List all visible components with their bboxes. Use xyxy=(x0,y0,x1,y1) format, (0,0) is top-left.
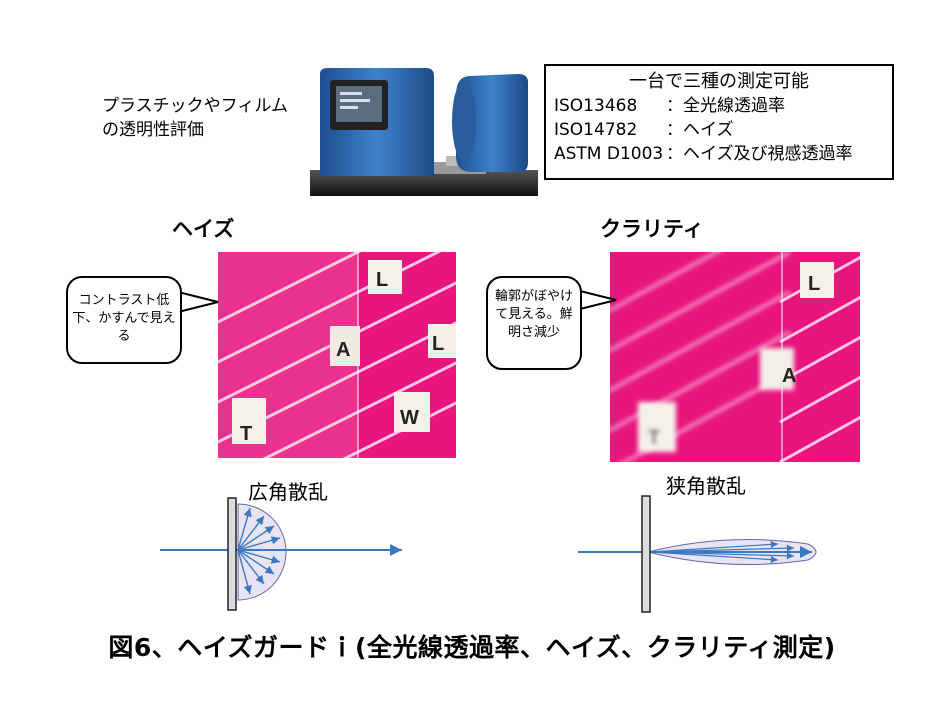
standard-code: ASTM D1003 xyxy=(554,144,664,164)
narrow-angle-scatter-label: 狭角散乱 xyxy=(666,474,746,498)
dice-letter: A xyxy=(782,365,796,387)
figure-title: 図6、ヘイズガードｉ(全光線透過率、ヘイズ、クラリティ測定) xyxy=(108,633,836,662)
dice-letter: L xyxy=(432,333,444,355)
clarity-photo: L A T xyxy=(610,252,860,462)
standard-row: ISO14782 ：ヘイズ xyxy=(554,118,884,142)
standards-box: 一台で三種の測定可能 ISO13468 ：全光線透過率 ISO14782 ：ヘイ… xyxy=(544,64,894,180)
haze-bubble-tail xyxy=(178,291,219,313)
haze-heading: ヘイズ xyxy=(172,217,235,241)
standard-row: ASTM D1003 ：ヘイズ及び視感透過率 xyxy=(554,142,884,166)
standard-code: ISO13468 xyxy=(554,96,638,116)
haze-photo: L A L W T xyxy=(218,252,456,458)
standard-code: ISO14782 xyxy=(554,120,638,140)
standard-value: ：全光線透過率 xyxy=(666,96,785,116)
dice-letter: T xyxy=(240,423,252,445)
dice-letter: A xyxy=(336,339,350,361)
standards-title: 一台で三種の測定可能 xyxy=(629,71,809,92)
standard-row: ISO13468 ：全光線透過率 xyxy=(554,94,884,118)
standard-value: ：ヘイズ及び視感透過率 xyxy=(666,144,853,164)
clarity-speech-bubble: 輪郭がぼやけて見える。鮮明さ減少 xyxy=(486,276,582,370)
haze-speech-bubble: コントラスト低下、かすんで見える xyxy=(66,276,182,364)
clarity-bubble-tail xyxy=(576,289,617,311)
dice-letter: L xyxy=(808,273,820,295)
wide-angle-scatter-label: 広角散乱 xyxy=(248,480,328,504)
haze-meter-instrument xyxy=(310,68,538,196)
narrow-angle-scatter-diagram xyxy=(578,495,817,613)
dice-letter: W xyxy=(400,407,419,429)
dice-letter: L xyxy=(376,269,388,291)
clarity-heading: クラリティ xyxy=(600,217,704,241)
dice-letter: T xyxy=(648,427,660,449)
instrument-caption: プラスチックやフィルムの透明性評価 xyxy=(102,96,288,140)
standard-value: ：ヘイズ xyxy=(666,120,734,140)
wide-angle-scatter-diagram xyxy=(160,497,402,611)
